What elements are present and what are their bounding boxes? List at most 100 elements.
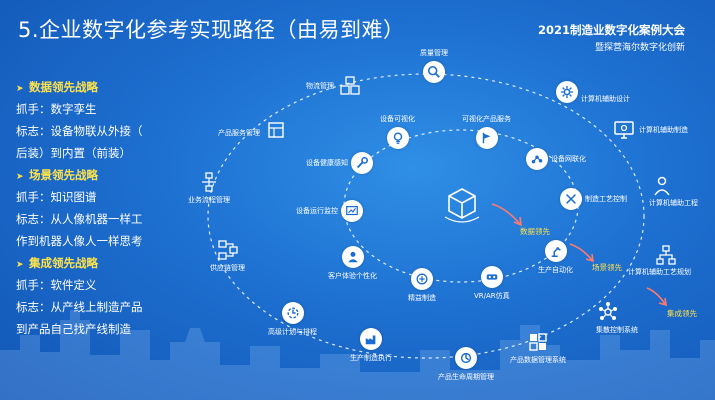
node-label: 可视化产品服务	[462, 115, 511, 123]
strategy-grip-data: 抓手：数字孪生	[16, 102, 97, 116]
node-label: 产品数据管理系统	[510, 356, 566, 364]
outer-node-logistics: 物流管理	[306, 74, 362, 98]
node-label: 计算机辅助设计	[581, 95, 630, 103]
inner-node-device-visual: 设备可视化	[380, 114, 415, 149]
outer-node-dcs: 集散控制系统	[596, 300, 638, 335]
robot-arm-icon	[544, 240, 567, 262]
inner-node-customer: 客户体验个性化	[328, 246, 377, 281]
node-label: 质量管理	[420, 49, 448, 57]
arrow-right-icon: ➤	[16, 260, 24, 270]
tools-icon	[560, 188, 582, 210]
data-icon	[526, 330, 550, 354]
outer-node-cae: 计算机辅助工程	[649, 174, 698, 208]
outer-node-cad: 计算机辅助设计	[556, 80, 630, 104]
inner-node-process-control: 制造工艺控制	[560, 188, 627, 210]
node-label: 设备运行监控	[296, 207, 338, 215]
strategy-grip-integration: 抓手：软件定义	[16, 278, 97, 292]
lightbulb-icon	[386, 127, 409, 149]
inner-node-vr-ar: VR/AR仿真	[474, 266, 510, 301]
node-label: 生产制造执行	[350, 354, 392, 362]
arrow-right-icon: ➤	[16, 172, 24, 182]
arrow-integration-icon	[646, 287, 667, 307]
slide-title: 5.企业数字化参考实现路径（由易到难）	[18, 18, 405, 42]
gear-icon	[556, 81, 578, 103]
arrow-data-icon	[491, 203, 522, 227]
node-label: 设备可视化	[380, 115, 415, 123]
lifecycle-icon	[455, 347, 477, 369]
inner-node-visual-service: 可视化产品服务	[462, 114, 511, 149]
node-label: 供应链管理	[210, 264, 245, 272]
outer-node-scm: 供应链管理	[210, 238, 245, 273]
node-label: 产品生命周期管理	[438, 373, 494, 381]
node-label: 计算机辅助工艺规划	[628, 268, 691, 276]
city-skyline-decoration	[0, 310, 715, 400]
strategy-mark-integration-1: 标志：从产线上制造产品	[16, 300, 143, 314]
strategy-mark-integration-2: 到产品自己找产线制造	[16, 322, 131, 336]
node-label: 客户体验个性化	[328, 272, 377, 280]
inner-node-automation: 生产自动化	[538, 240, 573, 275]
node-label: 设备健康感知	[306, 159, 348, 167]
tag-data-lead: 数据领先	[520, 227, 550, 236]
vr-icon	[480, 266, 503, 288]
node-label: 制造工艺控制	[585, 195, 627, 203]
outer-node-pdm: 产品数据管理系统	[510, 330, 566, 365]
monitor-chart-icon	[341, 200, 363, 222]
arrow-scene-icon	[569, 243, 594, 263]
strategy-mark-scene-1: 标志：从人像机器一样工	[16, 212, 143, 226]
node-label: VR/AR仿真	[474, 292, 510, 300]
control-icon	[596, 300, 620, 324]
outer-node-mes: 生产制造执行	[350, 328, 392, 363]
tag-scene-lead: 场景领先	[592, 263, 622, 272]
strategy-mark-data-2: 后装）到内置（前装）	[16, 146, 131, 160]
inner-node-device-network: 设备网联化	[526, 148, 586, 170]
node-label: 产品服务管理	[218, 129, 260, 137]
inner-node-health: 设备健康感知	[306, 152, 373, 174]
node-label: 设备网联化	[551, 155, 586, 163]
strategy-grip-scene: 抓手：知识图谱	[16, 190, 97, 204]
supply-icon	[216, 238, 240, 262]
flow-icon	[197, 170, 221, 194]
customer-icon	[341, 246, 364, 268]
schedule-icon	[281, 302, 304, 324]
center-cube	[441, 183, 483, 225]
inner-node-run-monitor: 设备运行监控	[296, 200, 363, 222]
tag-integration-lead: 集成领先	[667, 309, 697, 318]
strategy-title-text: 集成领先战略	[29, 256, 98, 270]
product-icon	[264, 118, 288, 142]
node-label: 物流管理	[306, 82, 334, 90]
outer-node-cam: 计算机辅助制造	[612, 118, 688, 142]
outer-ring	[207, 73, 645, 359]
outer-node-product-service: 产品服务管理	[218, 118, 288, 142]
network-icon	[654, 243, 678, 267]
node-label: 计算机辅助工程	[649, 199, 698, 207]
flag-icon	[475, 127, 498, 149]
strategy-title-scene: ➤ 场景领先战略	[16, 164, 176, 186]
monitor-icon	[612, 118, 636, 142]
node-label: 生产自动化	[538, 266, 573, 274]
strategy-title-integration: ➤ 集成领先战略	[16, 252, 176, 274]
wrench-icon	[351, 152, 373, 174]
outer-node-quality: 质量管理	[420, 48, 448, 83]
factory-icon	[360, 328, 382, 350]
engineer-icon	[650, 174, 674, 198]
boxes-icon	[338, 74, 362, 98]
node-label: 集散控制系统	[596, 326, 638, 334]
node-label: 业务流程管理	[188, 196, 230, 204]
node-label: 计算机辅助制造	[639, 126, 688, 134]
outer-node-aps: 高级计划与排程	[268, 302, 317, 337]
strategy-mark-data-1: 标志：设备物联从外接（	[16, 124, 143, 138]
outer-node-plm: 产品生命周期管理	[438, 347, 494, 382]
lean-icon	[411, 268, 433, 290]
conference-title: 2021制造业数字化案例大会	[537, 23, 685, 37]
strategy-mark-scene-2: 作到机器人像人一样思考	[16, 234, 143, 248]
arrow-right-icon: ➤	[16, 84, 24, 94]
strategy-title-data: ➤ 数据领先战略	[16, 76, 176, 98]
node-label: 精益制造	[408, 294, 436, 302]
strategy-list: ➤ 数据领先战略 抓手：数字孪生 标志：设备物联从外接（ 后装）到内置（前装） ➤…	[16, 76, 176, 340]
node-label: 高级计划与排程	[268, 328, 317, 336]
strategy-title-text: 数据领先战略	[29, 80, 98, 94]
strategy-title-text: 场景领先战略	[29, 168, 98, 182]
conference-subtitle: 暨探营海尔数字化创新	[594, 43, 685, 53]
outer-node-bpm: 业务流程管理	[188, 170, 230, 205]
